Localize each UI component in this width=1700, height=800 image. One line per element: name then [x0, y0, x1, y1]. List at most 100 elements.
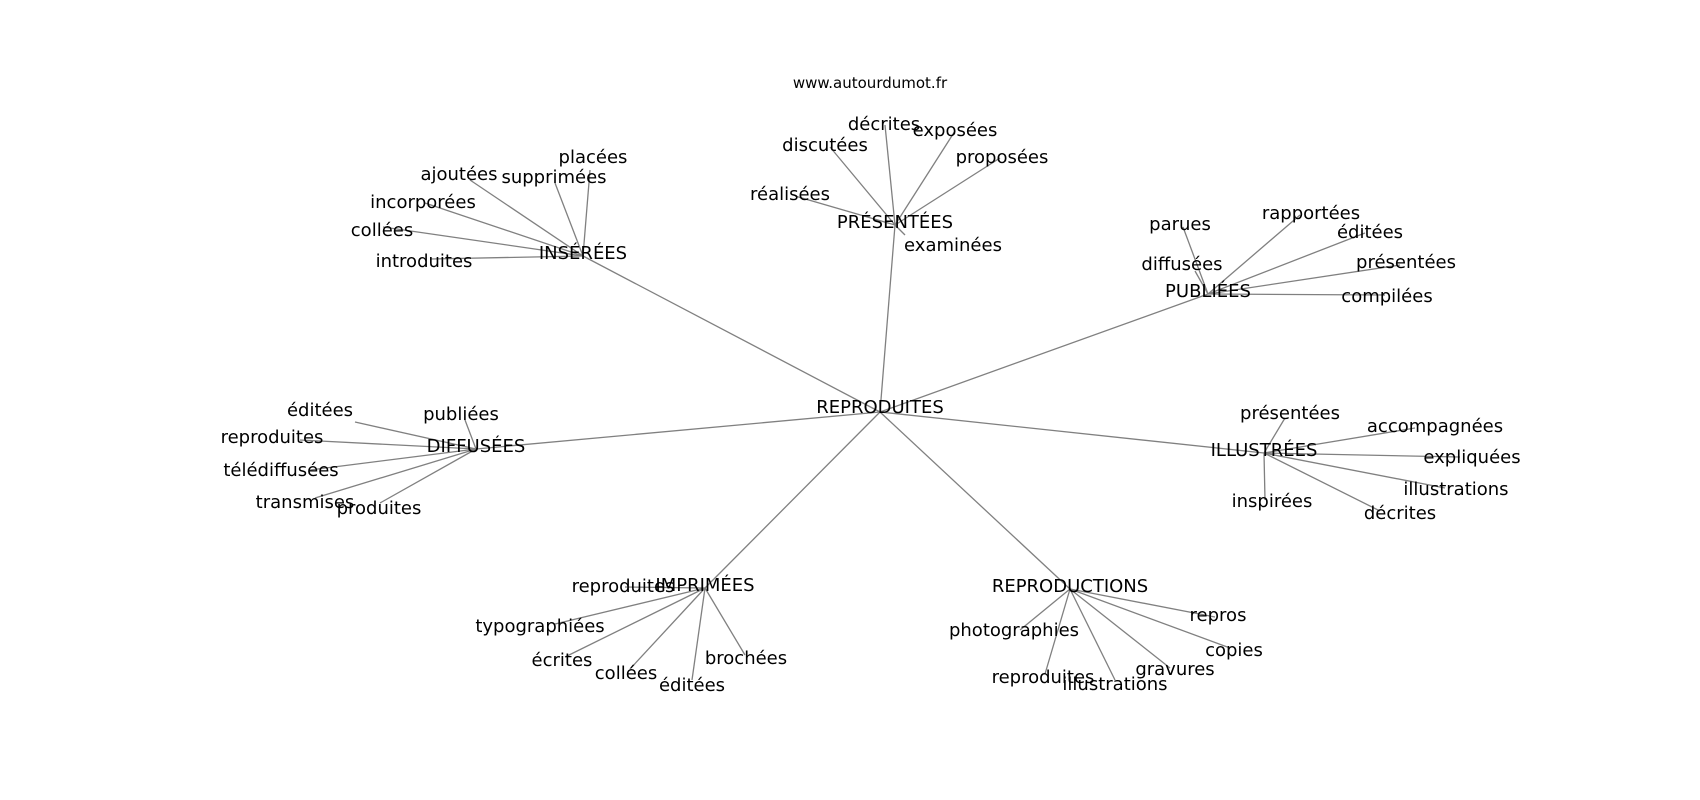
- edge-root-to-hub: [879, 224, 896, 413]
- leaf-node: collées: [595, 663, 657, 684]
- edge-hub-to-leaf: [464, 419, 477, 450]
- graph-labels: www.autourdumot.fr REPRODUITES INSÉRÉES pl…: [221, 74, 1521, 696]
- edge-hub-to-leaf: [1207, 264, 1401, 295]
- edge-hub-to-leaf: [1263, 452, 1381, 512]
- leaf-node: présentées: [1240, 403, 1340, 424]
- hub-node: INSÉRÉES: [539, 242, 627, 264]
- edge-root-to-hub: [879, 411, 1071, 590]
- leaf-node: collées: [351, 220, 413, 241]
- leaf-node: reproduites: [221, 427, 324, 448]
- leaf-node: reproduites: [572, 576, 675, 597]
- edge-hub-to-leaf: [1019, 588, 1071, 631]
- hub-node: PRÉSENTÉES: [837, 211, 953, 233]
- edge-hub-to-leaf: [624, 586, 706, 589]
- graph-edges: [299, 124, 1461, 681]
- edge-hub-to-leaf: [1207, 232, 1366, 295]
- leaf-node: supprimées: [501, 167, 606, 188]
- edge-hub-to-leaf: [354, 421, 477, 450]
- leaf-node: télédiffusées: [223, 460, 338, 481]
- leaf-node: incorporées: [370, 192, 476, 213]
- edge-hub-to-leaf: [582, 169, 591, 257]
- leaf-node: décrites: [1364, 503, 1436, 524]
- edge-hub-to-leaf: [299, 439, 477, 450]
- leaf-node: introduites: [376, 251, 473, 272]
- hub-node: REPRODUCTIONS: [992, 576, 1148, 597]
- leaf-node: parues: [1149, 214, 1211, 235]
- edge-hub-to-leaf: [884, 124, 896, 226]
- leaf-node: éditées: [287, 400, 353, 421]
- edge-hub-to-leaf: [1069, 588, 1171, 669]
- leaf-node: repros: [1190, 605, 1247, 626]
- leaf-node: produites: [337, 498, 422, 519]
- edge-hub-to-leaf: [379, 448, 477, 504]
- edge-hub-to-leaf: [382, 226, 584, 257]
- edge-hub-to-leaf: [429, 255, 584, 260]
- leaf-node: placées: [559, 147, 628, 168]
- leaf-node: inspirées: [1232, 491, 1313, 512]
- edge-hub-to-leaf: [424, 202, 584, 257]
- edge-hub-to-leaf: [1263, 452, 1461, 458]
- edge-hub-to-leaf: [691, 587, 706, 681]
- leaf-node: éditées: [659, 675, 725, 696]
- leaf-node: rapportées: [1262, 203, 1360, 224]
- edge-hub-to-leaf: [829, 146, 896, 226]
- edge-hub-to-leaf: [1069, 588, 1216, 618]
- leaf-node: ajoutées: [420, 164, 497, 185]
- hub-node: IMPRIMÉES: [655, 574, 754, 596]
- edge-hub-to-leaf: [1207, 214, 1301, 295]
- edge-hub-to-leaf: [554, 182, 584, 257]
- leaf-node: brochées: [705, 648, 787, 669]
- leaf-node: illustrations: [1403, 479, 1508, 500]
- leaf-node: accompagnées: [1367, 416, 1503, 437]
- edge-hub-to-leaf: [894, 130, 956, 226]
- edge-root-to-hub: [879, 411, 1265, 454]
- edge-hub-to-leaf: [1263, 427, 1416, 454]
- edge-hub-to-leaf: [894, 157, 1001, 226]
- leaf-node: photographies: [949, 620, 1079, 641]
- edge-hub-to-leaf: [564, 587, 706, 658]
- edge-hub-to-leaf: [1194, 270, 1209, 295]
- edge-hub-to-leaf: [894, 224, 906, 236]
- edge-hub-to-leaf: [1182, 226, 1209, 295]
- leaf-node: exposées: [913, 120, 998, 141]
- edge-root-to-hub: [475, 411, 881, 450]
- hub-node: PUBLIÉES: [1165, 280, 1251, 302]
- hub-node: DIFFUSÉES: [427, 435, 526, 457]
- edge-hub-to-leaf: [1263, 417, 1286, 454]
- edge-hub-to-leaf: [794, 195, 896, 226]
- leaf-node: illustrations: [1062, 674, 1167, 695]
- edge-hub-to-leaf: [1044, 588, 1071, 675]
- edge-hub-to-leaf: [1069, 588, 1116, 681]
- edge-hub-to-leaf: [704, 587, 746, 656]
- edge-root-to-hub: [704, 411, 881, 589]
- leaf-node: examinées: [904, 235, 1002, 256]
- leaf-node: compilées: [1341, 286, 1432, 307]
- leaf-node: reproduites: [992, 667, 1095, 688]
- leaf-node: transmises: [256, 492, 355, 513]
- leaf-node: discutées: [782, 135, 868, 156]
- leaf-node: présentées: [1356, 252, 1456, 273]
- source-url: www.autourdumot.fr: [793, 74, 948, 92]
- root-node: REPRODUITES: [816, 397, 944, 418]
- leaf-node: diffusées: [1141, 254, 1222, 275]
- leaf-node: éditées: [1337, 222, 1403, 243]
- edge-root-to-hub: [582, 255, 881, 413]
- leaf-node: décrites: [848, 114, 920, 135]
- leaf-node: écrites: [532, 650, 593, 671]
- leaf-node: publiées: [423, 404, 499, 425]
- edge-hub-to-leaf: [1263, 452, 1446, 489]
- edge-hub-to-leaf: [1069, 588, 1231, 649]
- edge-hub-to-leaf: [314, 448, 477, 499]
- edge-root-to-hub: [879, 293, 1209, 413]
- leaf-node: expliquées: [1423, 447, 1520, 468]
- edge-hub-to-leaf: [309, 448, 477, 471]
- edge-hub-to-leaf: [554, 587, 706, 625]
- edge-hub-to-leaf: [1263, 452, 1266, 501]
- edge-hub-to-leaf: [629, 587, 706, 670]
- hub-node: ILLUSTRÉES: [1211, 439, 1318, 461]
- edge-hub-to-leaf: [1207, 293, 1386, 296]
- leaf-node: réalisées: [750, 184, 830, 205]
- leaf-node: gravures: [1135, 659, 1214, 680]
- leaf-node: typographiées: [475, 616, 604, 637]
- edge-hub-to-leaf: [469, 179, 584, 257]
